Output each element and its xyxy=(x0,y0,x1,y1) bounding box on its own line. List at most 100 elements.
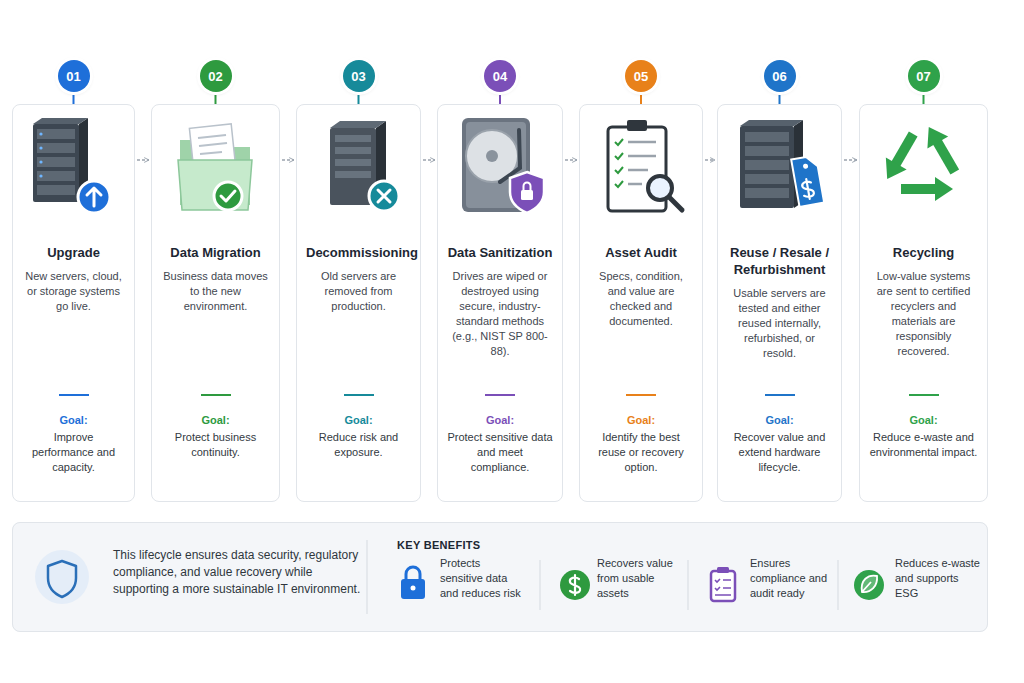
tower-slot xyxy=(335,147,371,154)
step-title: Data Migration xyxy=(161,244,270,261)
step-number: 07 xyxy=(916,69,930,84)
step-number: 06 xyxy=(772,69,786,84)
rack-top xyxy=(33,118,88,124)
number-stem xyxy=(499,95,501,104)
led xyxy=(39,160,42,163)
check-marks xyxy=(615,139,623,187)
step-card: Reuse / Resale / RefurbishmentUsable ser… xyxy=(717,104,842,502)
step-number-circle: 04 xyxy=(484,60,516,92)
goal-divider xyxy=(765,394,795,396)
goal-text: Protect sensitive data and meet complian… xyxy=(447,430,553,475)
step-title: Recycling xyxy=(869,244,978,261)
number-stem xyxy=(779,95,781,104)
number-stem xyxy=(923,95,925,104)
goal-divider xyxy=(485,394,515,396)
goal-text: Improve performance and capacity. xyxy=(22,430,125,475)
hard-drive-icon xyxy=(462,118,544,213)
dollar-sign xyxy=(801,178,815,199)
benefit-text: Reduces e-waste and supports ESG xyxy=(895,556,981,601)
panel-divider xyxy=(367,540,368,614)
flow-arrow xyxy=(423,159,435,161)
arrow-head xyxy=(935,177,953,201)
number-stem xyxy=(640,95,642,104)
goal-text: Reduce risk and exposure. xyxy=(306,430,411,460)
flow-arrow xyxy=(705,159,715,161)
flow-arrow xyxy=(282,159,294,161)
arrow-band xyxy=(937,141,955,172)
remove-badge xyxy=(369,181,399,211)
benefit-divider xyxy=(838,560,839,610)
doc-line xyxy=(199,143,227,146)
check-mark xyxy=(221,191,235,201)
goal-label: Goal: xyxy=(447,413,553,427)
rack-slot xyxy=(37,157,75,167)
upgrade-badge xyxy=(78,181,110,213)
arrow-band xyxy=(895,134,913,165)
step-description: New servers, cloud, or storage systems g… xyxy=(22,269,125,314)
step-number: 05 xyxy=(634,69,648,84)
rack-slot xyxy=(37,129,75,139)
goal-label: Goal: xyxy=(727,413,832,427)
folder-front xyxy=(178,160,252,210)
goal-text: Identify the best reuse or recovery opti… xyxy=(589,430,693,475)
lock-shackle xyxy=(406,567,420,580)
led xyxy=(39,132,42,135)
leaf-icon xyxy=(854,570,884,600)
flow-arrow xyxy=(137,159,149,161)
magnifier-lens xyxy=(648,176,672,200)
goal-divider xyxy=(344,394,374,396)
step-description: Low-value systems are sent to certified … xyxy=(869,269,978,359)
checklist-lines xyxy=(715,579,731,595)
goal-label: Goal: xyxy=(306,413,411,427)
rack-slot xyxy=(745,132,789,142)
money-icon xyxy=(560,570,590,600)
goal-label: Goal: xyxy=(869,413,978,427)
step-number-circle: 05 xyxy=(625,60,657,92)
rack-slot xyxy=(745,146,789,156)
step-title: Asset Audit xyxy=(589,244,693,261)
tag-hole xyxy=(803,163,809,169)
server-rack-icon xyxy=(33,118,110,213)
flow-arrow xyxy=(565,159,577,161)
step-description: Old servers are removed from production. xyxy=(306,269,411,314)
led xyxy=(39,174,42,177)
shield-outline xyxy=(48,561,76,597)
goal-label: Goal: xyxy=(589,413,693,427)
step-description: Business data moves to the new environme… xyxy=(161,269,270,314)
step-card: Asset AuditSpecs, condition, and value a… xyxy=(579,104,703,502)
goal-label: Goal: xyxy=(161,413,270,427)
benefit-text: Recovers value from usable assets xyxy=(597,556,679,601)
magnifier-handle xyxy=(669,197,682,210)
step-number-circle: 06 xyxy=(764,60,796,92)
step-card: DecommissioningOld servers are removed f… xyxy=(296,104,421,502)
goal-divider xyxy=(909,394,939,396)
step-number-circle: 03 xyxy=(343,60,375,92)
goal-divider xyxy=(626,394,656,396)
rack-top xyxy=(740,120,803,126)
tower-top xyxy=(330,121,386,128)
recycle-arrow xyxy=(901,177,953,201)
step-number: 03 xyxy=(351,69,365,84)
lock-body xyxy=(521,190,533,200)
step-number-circle: 01 xyxy=(58,60,90,92)
price-tag xyxy=(791,155,824,207)
step-title: Reuse / Resale / Refurbishment xyxy=(727,244,832,278)
server-tower-icon xyxy=(330,121,399,211)
tower-slot xyxy=(335,159,371,166)
clip xyxy=(627,120,647,131)
step-title: Upgrade xyxy=(22,244,125,261)
shield xyxy=(510,172,544,213)
recycle-icon xyxy=(877,121,965,201)
recycle-arrow xyxy=(918,121,965,178)
x-mark xyxy=(378,190,390,202)
spindle xyxy=(486,150,498,162)
panel-ground xyxy=(12,522,988,632)
keyhole xyxy=(411,586,416,591)
check-badge xyxy=(214,182,242,210)
up-arrow xyxy=(87,188,101,206)
goal-text: Recover value and extend hardware lifecy… xyxy=(727,430,832,475)
rack-slot xyxy=(37,143,75,153)
server-tag-icon xyxy=(740,120,824,208)
step-card: RecyclingLow-value systems are sent to c… xyxy=(859,104,988,502)
